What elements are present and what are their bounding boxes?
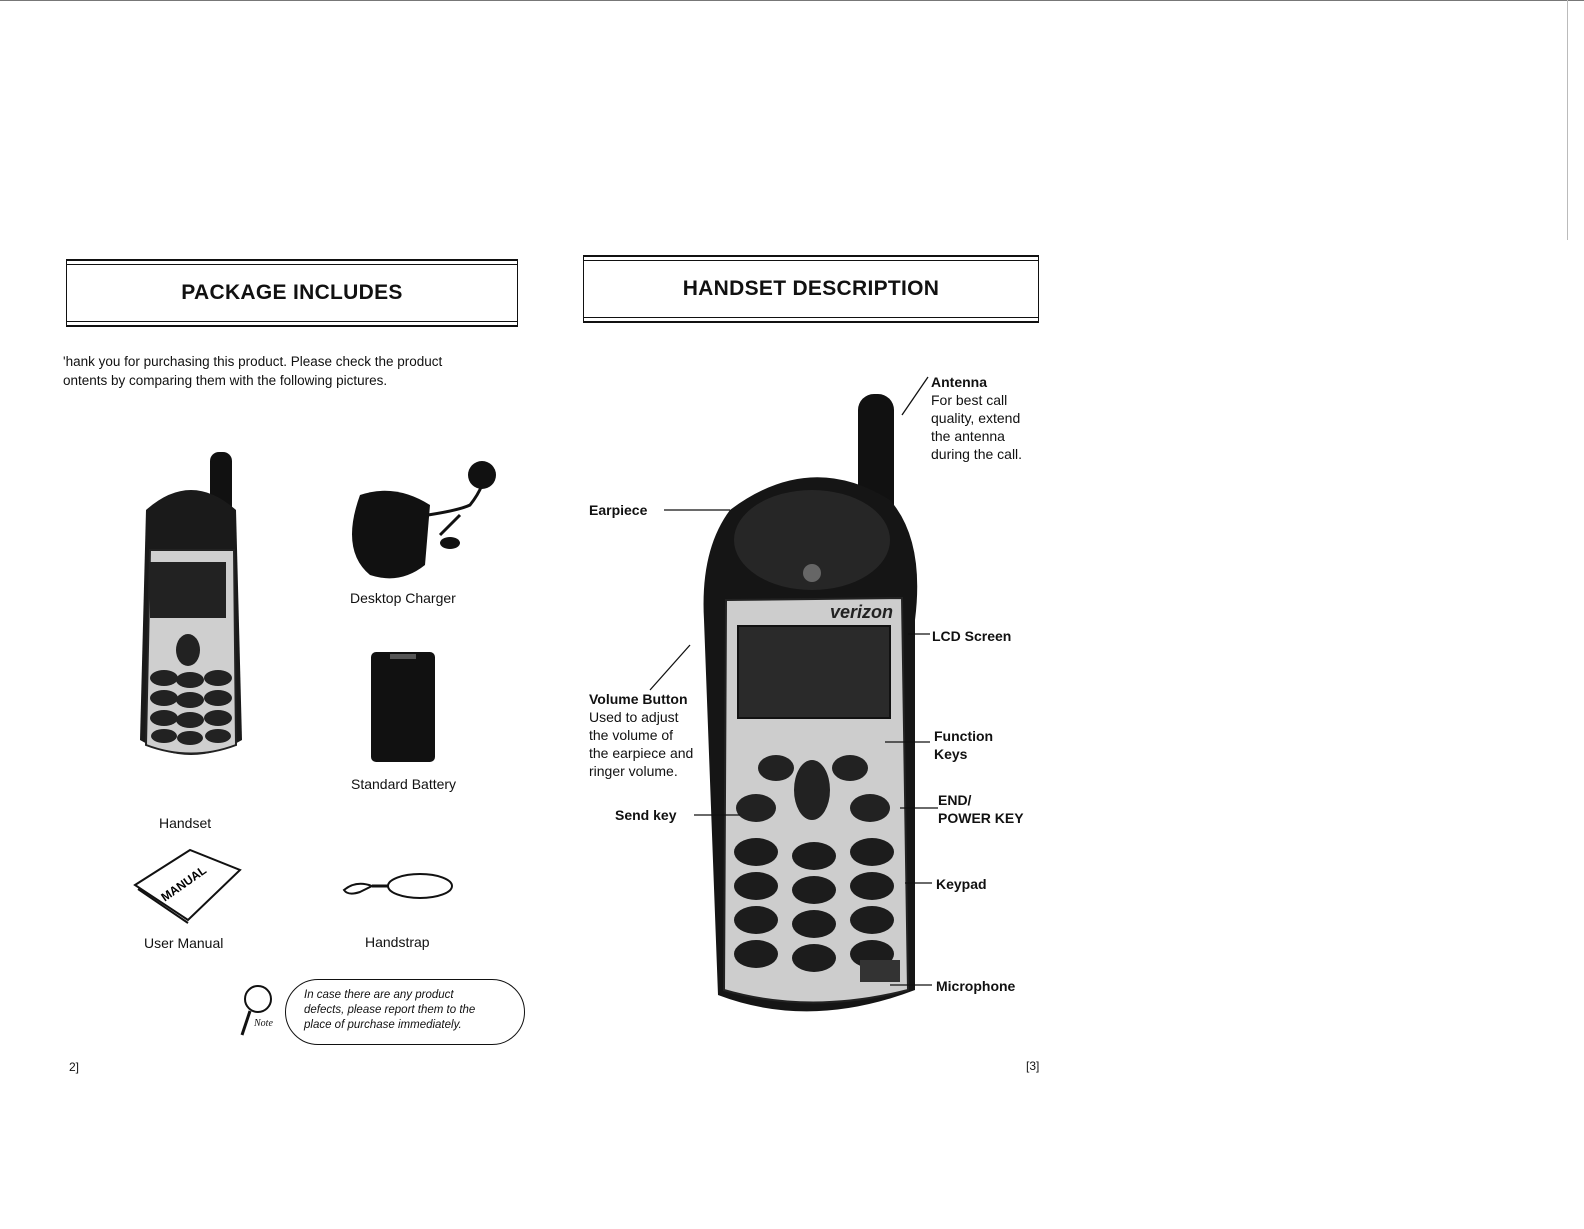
antenna-desc-3: the antenna xyxy=(931,428,1005,444)
right-edge-line xyxy=(1567,0,1568,240)
note-icon-label: Note xyxy=(254,1018,273,1029)
end-power-key-label: END/ POWER KEY xyxy=(938,791,1024,827)
function-keys-line-1: Function xyxy=(934,728,994,744)
earpiece-label: Earpiece xyxy=(589,502,648,518)
brand-logo: verizon xyxy=(830,602,893,622)
handset-image xyxy=(140,452,242,755)
package-includes-header: PACKAGE INCLUDES xyxy=(66,259,518,327)
note-line-1: In case there are any product xyxy=(304,989,454,1001)
lcd-screen-label: LCD Screen xyxy=(932,628,1012,644)
volume-desc-3: the earpiece and xyxy=(589,745,694,761)
keypad-label: Keypad xyxy=(936,876,987,892)
handset-description-header: HANDSET DESCRIPTION xyxy=(583,255,1039,323)
volume-button-label: Volume Button Used to adjust the volume … xyxy=(589,690,693,780)
standard-battery-caption: Standard Battery xyxy=(351,776,457,792)
end-power-line-2: POWER KEY xyxy=(938,810,1024,826)
handstrap-image xyxy=(342,873,453,899)
top-border xyxy=(0,0,1584,1)
antenna-label: Antenna For best call quality, extend th… xyxy=(931,373,1022,463)
antenna-desc-2: quality, extend xyxy=(931,410,1021,426)
handset-diagram-image: verizon xyxy=(703,394,918,1012)
intro-line-2: ontents by comparing them with the follo… xyxy=(63,373,388,388)
note-line-3: place of purchase immediately. xyxy=(304,1019,462,1031)
antenna-desc-1: For best call xyxy=(931,392,1008,408)
left-page-number: 2] xyxy=(69,1060,80,1074)
user-manual-image: MANUAL xyxy=(133,848,242,924)
desktop-charger-caption: Desktop Charger xyxy=(350,590,456,606)
volume-desc-4: ringer volume. xyxy=(589,763,678,779)
package-includes-title: PACKAGE INCLUDES xyxy=(181,281,403,304)
handstrap-caption: Handstrap xyxy=(365,934,430,950)
standard-battery-image xyxy=(371,652,435,762)
desktop-charger-image xyxy=(352,461,496,579)
note-magnifier-icon xyxy=(240,985,272,1036)
function-keys-line-2: Keys xyxy=(934,746,968,762)
right-page-number: [3] xyxy=(1026,1059,1040,1073)
handset-caption: Handset xyxy=(159,815,212,831)
send-key-label: Send key xyxy=(615,807,677,823)
microphone-label: Microphone xyxy=(936,978,1016,994)
note-box: In case there are any product defects, p… xyxy=(285,979,525,1045)
handset-description-title: HANDSET DESCRIPTION xyxy=(682,277,940,300)
function-keys-label: Function Keys xyxy=(934,727,993,763)
end-power-line-1: END/ xyxy=(938,792,972,808)
user-manual-caption: User Manual xyxy=(144,935,224,951)
volume-desc-1: Used to adjust xyxy=(589,709,679,725)
intro-line-1: 'hank you for purchasing this product. P… xyxy=(63,354,443,369)
antenna-desc-4: during the call. xyxy=(931,446,1023,462)
antenna-title: Antenna xyxy=(931,374,987,390)
volume-desc-2: the volume of xyxy=(589,727,674,743)
intro-text: 'hank you for purchasing this product. P… xyxy=(63,352,442,390)
note-line-2: defects, please report them to the xyxy=(304,1004,476,1016)
volume-button-title: Volume Button xyxy=(589,691,688,707)
